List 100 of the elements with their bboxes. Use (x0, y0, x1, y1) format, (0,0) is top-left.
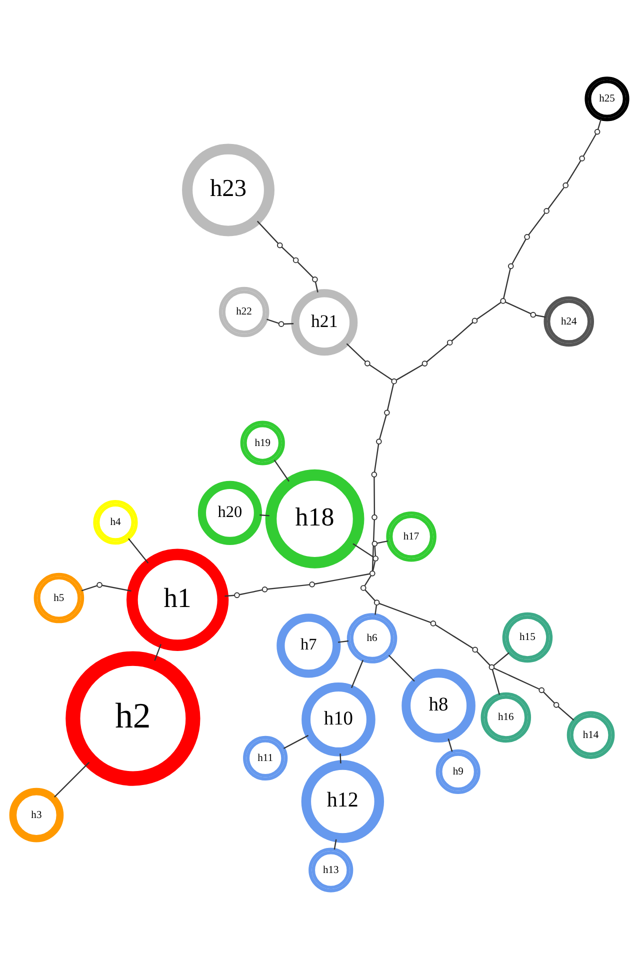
node-circle (384, 409, 390, 416)
node-circle (579, 155, 585, 161)
node-circle: h11 (243, 735, 288, 780)
node-circle: h18 (265, 468, 364, 568)
node-circle (262, 586, 268, 592)
connector (374, 546, 376, 556)
node-circle: h23 (182, 143, 274, 236)
node-circle: h22 (218, 286, 270, 337)
node-circle: h1 (126, 548, 229, 650)
node-circle (292, 256, 299, 263)
connector (346, 342, 366, 362)
connector (492, 668, 500, 694)
connector (386, 383, 394, 410)
connector (372, 560, 376, 570)
node-circle (562, 182, 569, 188)
node-circle: h17 (386, 510, 436, 562)
node-circle (538, 686, 545, 693)
node-circle: h15 (502, 612, 553, 662)
node-circle (371, 471, 378, 477)
node-circle (446, 339, 453, 346)
node-circle: h20 (198, 480, 262, 544)
connector (448, 738, 453, 752)
node-circle (276, 242, 283, 248)
connector (451, 321, 474, 341)
connector (379, 414, 387, 439)
node-circle (430, 620, 436, 626)
connector (372, 519, 375, 570)
connector (376, 540, 388, 544)
connector (374, 476, 376, 514)
connector (388, 654, 415, 682)
connector (505, 300, 532, 314)
connector (338, 640, 349, 642)
node-circle (372, 555, 379, 561)
node-circle (422, 360, 428, 366)
node-circle (488, 664, 495, 670)
connector (379, 602, 432, 623)
connector (314, 281, 318, 292)
node-circle (372, 514, 378, 520)
connector (396, 364, 423, 380)
connector (476, 650, 490, 666)
node-circle: h25 (584, 76, 630, 121)
node-circle (360, 584, 366, 590)
node-circle (234, 592, 240, 598)
connector (128, 538, 149, 564)
node-circle: h10 (302, 682, 376, 756)
connector (374, 443, 380, 472)
node-circle (544, 208, 550, 214)
node-circle (500, 298, 506, 304)
node-circle (364, 360, 370, 366)
node-circle (376, 438, 382, 444)
connector (340, 753, 342, 763)
node-circle: h4 (93, 500, 138, 544)
connector (542, 691, 555, 704)
connector (364, 588, 376, 601)
connector (239, 588, 262, 595)
node-circle (472, 646, 478, 652)
node-circle: h9 (436, 748, 480, 794)
node-circle: h3 (9, 787, 64, 842)
connector (81, 584, 98, 591)
node-circle (96, 581, 102, 588)
connector (503, 268, 511, 298)
connector (426, 343, 448, 362)
node-circle: h21 (291, 288, 358, 356)
connector (314, 572, 370, 584)
connector (566, 160, 582, 184)
connector (283, 734, 309, 748)
connector (476, 301, 502, 320)
node-circle (553, 702, 560, 708)
connector (374, 604, 378, 614)
connector (260, 514, 270, 516)
connector (369, 364, 392, 380)
node-circle (472, 317, 478, 324)
connector (334, 838, 337, 850)
connector (364, 575, 372, 586)
node-circle (312, 276, 318, 282)
connector (224, 594, 234, 596)
connector (528, 212, 546, 235)
connector (548, 186, 564, 209)
node-circle: h16 (480, 692, 532, 742)
connector (54, 761, 90, 798)
node-circle (369, 570, 376, 576)
connector (558, 706, 574, 720)
node-circle: h2 (66, 650, 200, 786)
connector (267, 584, 310, 590)
node-circle (530, 311, 536, 318)
connector (274, 459, 290, 482)
node-circle: h5 (34, 572, 84, 623)
node-circle: h7 (276, 613, 341, 678)
node-circle: h12 (301, 760, 384, 842)
connector (582, 133, 597, 156)
node-circle: h8 (402, 668, 476, 742)
node-circle (391, 378, 397, 384)
connector (494, 667, 540, 690)
connector (297, 261, 314, 278)
connector (493, 652, 510, 666)
connector (536, 314, 546, 318)
connector (352, 542, 374, 558)
node-circle: h6 (346, 612, 398, 663)
node-circle (594, 128, 600, 134)
connector (102, 584, 132, 592)
